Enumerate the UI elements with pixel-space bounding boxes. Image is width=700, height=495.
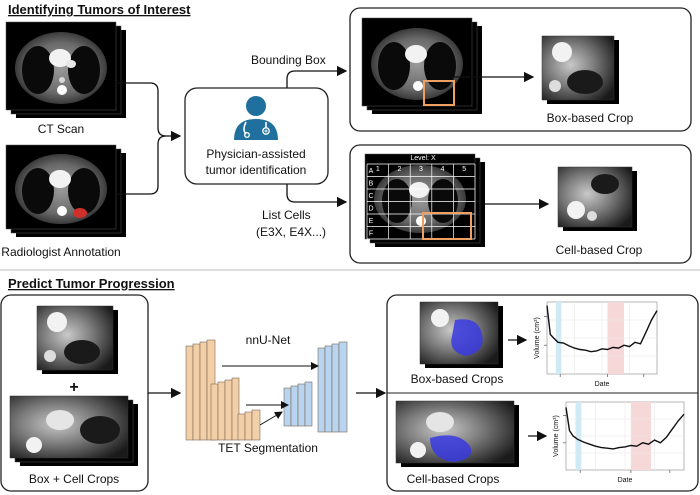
grid-level-title: Level: X	[410, 155, 436, 162]
nnunet-architecture	[185, 339, 348, 441]
bottleneck-block	[244, 411, 253, 441]
grid-row-label: F	[369, 230, 373, 237]
cell-grid-ct-stack: Level: X	[364, 153, 485, 247]
input-box-crop	[36, 305, 118, 374]
grid-col-label: 5	[462, 166, 466, 173]
ct-scan-stack	[5, 21, 126, 118]
volume-series-line	[565, 407, 685, 450]
x-axis-label: Date	[595, 381, 610, 388]
bottleneck-block	[251, 409, 261, 441]
encoder-block	[192, 343, 201, 441]
decoder-block	[297, 383, 306, 427]
y-axis-label: Volume (cm³)	[553, 415, 560, 457]
bounding-box-highlight	[423, 80, 455, 106]
decoder-block	[338, 341, 348, 433]
arrow-annotation-to-physician	[116, 135, 167, 195]
decoder-block	[304, 381, 313, 427]
physician-label-line1: Physician-assisted	[206, 147, 305, 161]
list-cells-label-line1: List Cells	[262, 208, 311, 222]
grid-col-label: 1	[376, 166, 380, 173]
encoder-block	[224, 379, 233, 441]
grid-row-label: A	[369, 168, 374, 175]
encoder-block	[185, 345, 194, 441]
decoder-block	[290, 385, 299, 427]
encoder-block	[217, 381, 226, 441]
grid-row-label: C	[368, 193, 373, 200]
grid-row-label: B	[369, 180, 374, 187]
volume-series-line	[546, 305, 658, 353]
input-cell-crops-stack	[9, 395, 138, 466]
encoder-block	[199, 341, 208, 441]
cell-crop-segmentation	[395, 400, 519, 467]
box-cell-crops-label: Box + Cell Crops	[29, 472, 119, 486]
ct-scan-label: CT Scan	[38, 122, 84, 136]
cell-segmentation-mask	[430, 435, 472, 462]
box-crop-image	[541, 35, 619, 104]
grid-row-label: D	[368, 205, 373, 212]
grid-column-labels: 1 2 3 4 5	[376, 166, 466, 173]
upsample-arrow	[259, 411, 283, 426]
cell-crop-label: Cell-based Crop	[556, 243, 643, 257]
ct-scan-image	[15, 32, 107, 104]
decoder-block	[331, 343, 340, 433]
arrow-physician-to-box	[286, 65, 348, 88]
grid-col-label: 3	[419, 166, 423, 173]
encoder-block	[231, 377, 240, 441]
list-cells-label-line2: (E3X, E4X...)	[256, 225, 326, 239]
section-title-predict: Predict Tumor Progression	[8, 276, 175, 291]
radiologist-annotation-stack	[5, 144, 126, 237]
box-crop-segmentation	[419, 301, 503, 368]
cell-crop-image	[557, 166, 637, 231]
bounding-box-label: Bounding Box	[251, 53, 326, 67]
arrow-ct-to-physician	[116, 82, 182, 142]
x-axis-label: Date	[618, 477, 633, 484]
box-crops-label: Box-based Crops	[411, 372, 504, 386]
cell-selection-highlight	[422, 212, 472, 240]
physician-label-line2: tumor identification	[206, 163, 307, 177]
box-ct-stack	[361, 17, 482, 114]
section-title-identify: Identifying Tumors of Interest	[8, 2, 191, 17]
grid-col-label: 2	[397, 166, 401, 173]
encoder-block	[210, 383, 219, 441]
nnunet-label: nnU-Net	[246, 333, 291, 347]
box-crop-label: Box-based Crop	[547, 111, 634, 125]
plus-sign: +	[69, 379, 78, 396]
annotated-ct-image	[15, 154, 107, 224]
tumor-segmentation-mask	[451, 319, 483, 356]
tet-segmentation-label: TET Segmentation	[218, 441, 318, 455]
decoder-block	[324, 345, 333, 433]
tumor-annotation-overlay	[73, 208, 87, 218]
cell-crops-label: Cell-based Crops	[407, 472, 500, 486]
arrow-physician-to-cells	[286, 184, 348, 208]
decoder-block	[283, 387, 292, 427]
volume-chart-box: Date Volume (cm³)	[534, 301, 658, 388]
grid-col-label: 4	[441, 166, 445, 173]
decoder-block	[317, 347, 326, 433]
bottleneck-block	[237, 413, 246, 441]
radiologist-annotation-label: Radiologist Annotation	[1, 245, 120, 259]
y-axis-label: Volume (cm³)	[534, 317, 541, 359]
volume-chart-cell: Date Volume (cm³)	[553, 401, 685, 484]
physician-icon	[234, 96, 278, 140]
grid-row-label: E	[369, 218, 374, 225]
